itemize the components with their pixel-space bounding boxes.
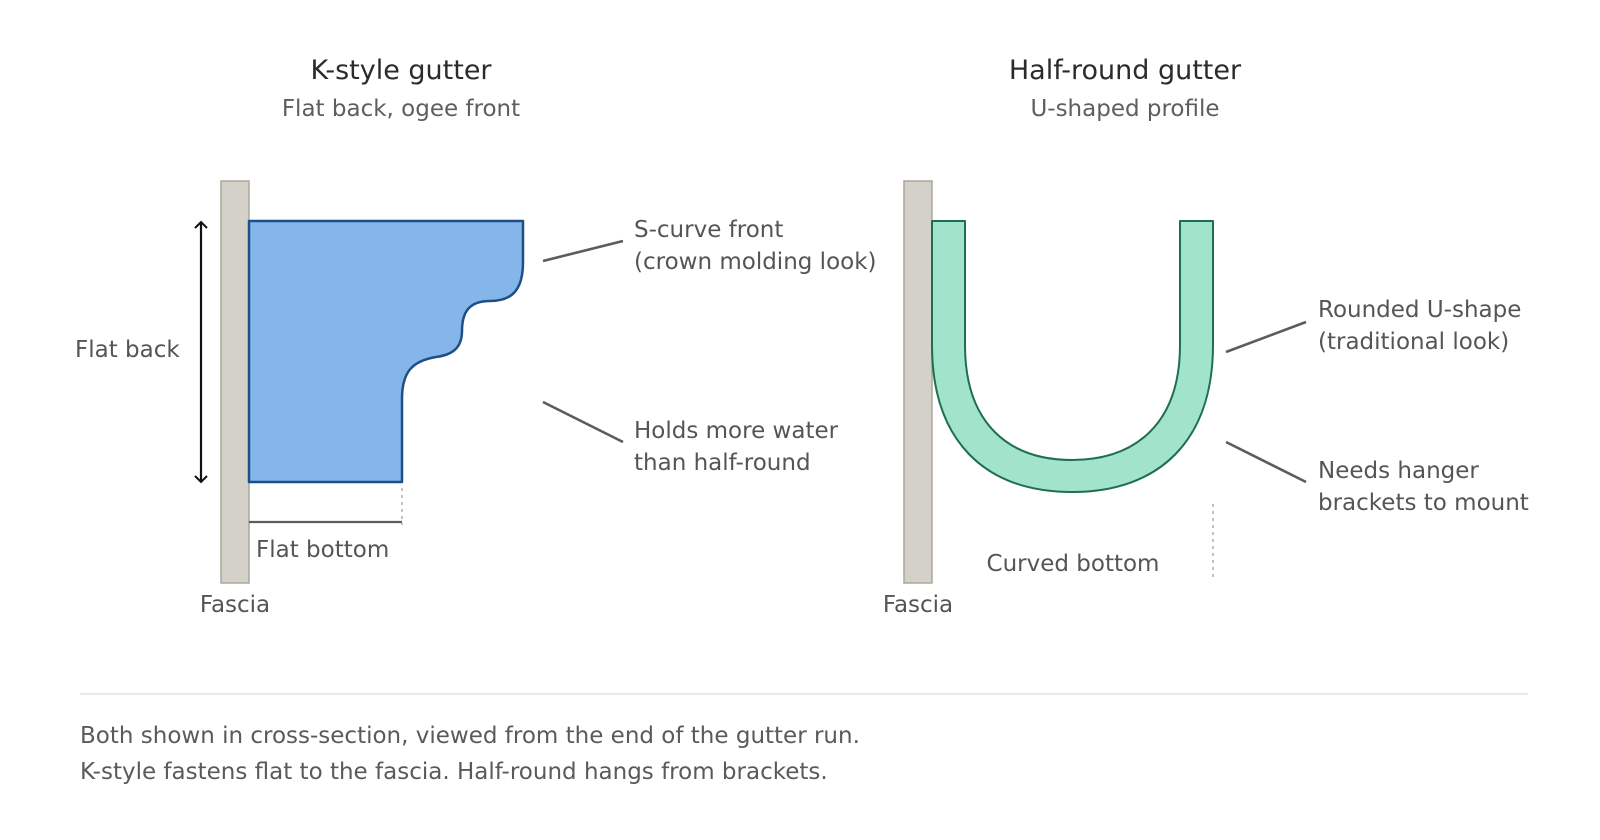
u-shape-leader <box>1225 320 1307 354</box>
k-style-profile <box>247 219 525 484</box>
flat-back-label: Flat back <box>75 337 180 363</box>
u-shape-callout-line2: (traditional look) <box>1318 329 1509 355</box>
capacity-callout-line2: than half-round <box>634 450 811 476</box>
flat-bottom-label: Flat bottom <box>256 537 389 563</box>
s-curve-callout-line1: S-curve front <box>634 217 783 243</box>
brackets-callout-line1: Needs hanger <box>1318 458 1479 484</box>
u-shape-callout-line1: Rounded U-shape <box>1318 297 1521 323</box>
half-round-fascia-label: Fascia <box>883 592 953 618</box>
s-curve-leader <box>542 239 624 263</box>
capacity-leader <box>542 400 624 444</box>
k-style-panel: K-style gutter Flat back, ogee front Fla… <box>75 55 877 618</box>
half-round-fascia-board <box>903 180 933 584</box>
brackets-callout-line2: brackets to mount <box>1318 490 1529 516</box>
k-style-fascia-board <box>220 180 250 584</box>
caption-line-2: K-style fastens flat to the fascia. Half… <box>80 759 828 785</box>
s-curve-callout-line2: (crown molding look) <box>634 249 877 275</box>
half-round-profile <box>931 220 1214 493</box>
curved-bottom-label: Curved bottom <box>987 551 1160 577</box>
brackets-leader <box>1225 440 1307 484</box>
k-style-title: K-style gutter <box>310 55 492 86</box>
k-style-subtitle: Flat back, ogee front <box>282 96 520 122</box>
half-round-subtitle: U-shaped profile <box>1030 96 1219 122</box>
half-round-panel: Half-round gutter U-shaped profile Curve… <box>883 55 1529 618</box>
capacity-callout-line1: Holds more water <box>634 418 839 444</box>
caption-line-1: Both shown in cross-section, viewed from… <box>80 723 860 749</box>
k-style-fascia-label: Fascia <box>200 592 270 618</box>
half-round-title: Half-round gutter <box>1009 55 1242 86</box>
